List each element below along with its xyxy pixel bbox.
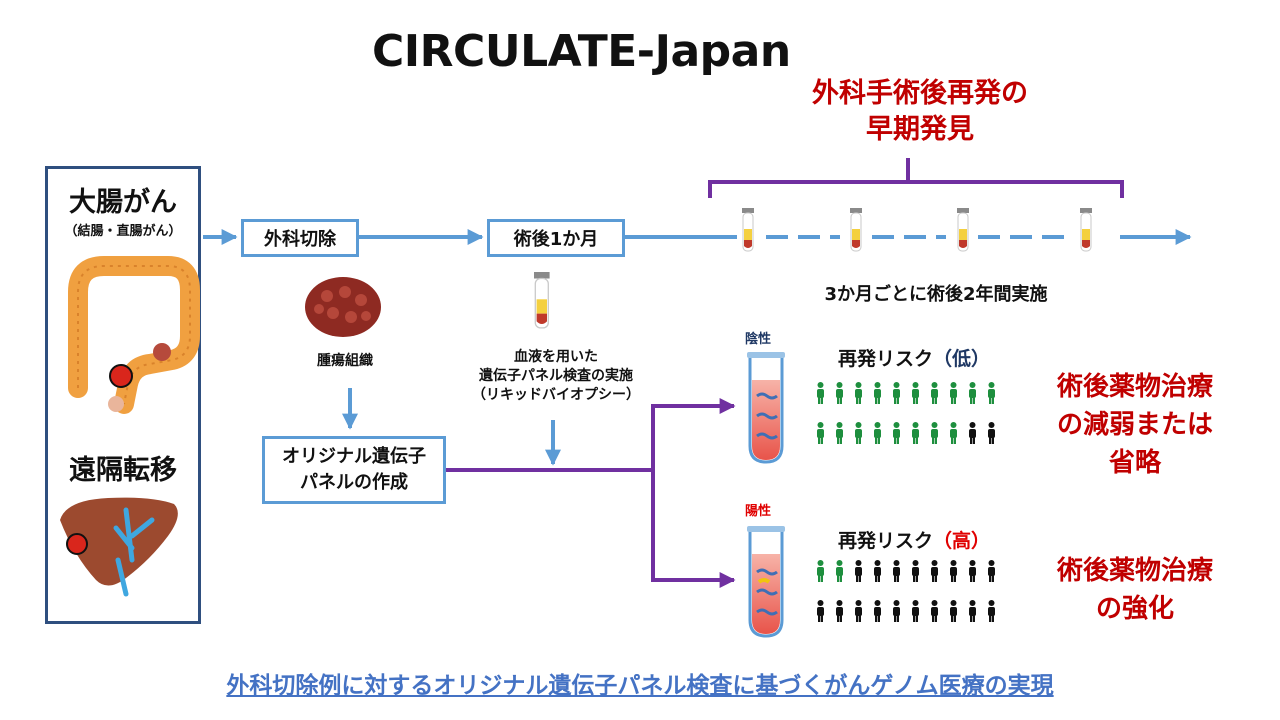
result-low-line-1: 術後薬物治療 — [1056, 372, 1213, 402]
liver-tumor-marker — [66, 533, 88, 555]
person-icon — [817, 382, 824, 404]
colorectal-cancer-subtitle: （結腸・直腸がん） — [64, 224, 182, 239]
early-detection-bracket — [708, 158, 1124, 198]
person-icon — [912, 560, 919, 582]
person-icon — [893, 422, 900, 444]
person-icon — [931, 422, 938, 444]
person-icon — [874, 560, 881, 582]
liquid-biopsy-label: 血液を用いた 遺伝子パネル検査の実施 （リキッドバイオプシー） — [446, 348, 666, 405]
vial-icon-1 — [741, 207, 755, 252]
person-icon — [836, 560, 843, 582]
surgery-box: 外科切除 — [241, 219, 359, 257]
person-icon — [817, 560, 824, 582]
positive-label: 陽性 — [745, 504, 772, 519]
panel-line-2: パネルの作成 — [300, 472, 408, 493]
liver-icon — [60, 497, 178, 597]
risk-low-prefix: 再発リスク — [838, 348, 934, 370]
arrow-to-positive — [651, 470, 736, 588]
person-icon — [855, 422, 862, 444]
footer-caption: 外科切除例に対するオリジナル遺伝子パネル検査に基づくがんゲノム医療の実現 — [226, 673, 1054, 699]
risk-low-label: 再発リスク（低） — [838, 344, 990, 371]
postop-blood-vial-icon — [533, 271, 551, 329]
negative-tube-icon — [747, 352, 785, 464]
negative-label: 陰性 — [745, 332, 772, 347]
person-icon — [836, 422, 843, 444]
person-icon — [855, 600, 862, 622]
liquid-line-1: 血液を用いた — [514, 349, 598, 365]
person-icon — [931, 600, 938, 622]
person-icon — [912, 422, 919, 444]
person-icon — [874, 382, 881, 404]
risk-low-paren: （低） — [933, 348, 991, 370]
result-low-line-3: 省略 — [1108, 448, 1161, 478]
panel-line-1: オリジナル遺伝子 — [282, 446, 426, 467]
postop-one-month-box: 術後1か月 — [487, 219, 625, 257]
person-icon — [874, 422, 881, 444]
vial-icon-2 — [849, 207, 863, 252]
colon-tumor-marker — [109, 364, 133, 388]
tumor-tissue-icon — [305, 277, 381, 337]
risk-high-prefix: 再発リスク — [838, 530, 934, 552]
person-icon — [893, 382, 900, 404]
person-icon — [874, 600, 881, 622]
metastasis-title: 遠隔転移 — [69, 455, 177, 486]
person-icon — [969, 382, 976, 404]
positive-tube-icon — [747, 526, 785, 638]
person-icon — [950, 422, 957, 444]
original-panel-box: オリジナル遺伝子 パネルの作成 — [262, 436, 446, 504]
person-icon — [969, 600, 976, 622]
person-icon — [931, 382, 938, 404]
colon-icon — [68, 256, 200, 414]
early-detection-line-2: 早期発見 — [866, 114, 974, 145]
person-icon — [817, 422, 824, 444]
low-risk-people-group — [817, 382, 995, 444]
person-icon — [893, 560, 900, 582]
reduced-therapy-result: 術後薬物治療 の減弱または 省略 — [1020, 368, 1250, 482]
vial-icon-3 — [956, 207, 970, 252]
risk-high-label: 再発リスク（高） — [838, 526, 990, 553]
arrow-to-negative — [446, 398, 736, 472]
person-icon — [988, 560, 995, 582]
person-icon — [931, 560, 938, 582]
every-three-months-label: 3か月ごとに術後2年間実施 — [824, 284, 1048, 305]
person-icon — [969, 422, 976, 444]
intensified-therapy-result: 術後薬物治療 の強化 — [1020, 552, 1250, 628]
early-detection-line-1: 外科手術後再発の — [812, 78, 1028, 109]
risk-high-paren: （高） — [933, 530, 991, 552]
colorectal-cancer-title: 大腸がん — [69, 187, 177, 218]
tumor-tissue-label: 腫瘍組織 — [317, 353, 373, 369]
liquid-line-2: 遺伝子パネル検査の実施 — [479, 368, 633, 384]
person-icon — [912, 382, 919, 404]
person-icon — [988, 382, 995, 404]
person-icon — [836, 600, 843, 622]
high-risk-people-group — [817, 560, 995, 622]
person-icon — [969, 560, 976, 582]
person-icon — [988, 600, 995, 622]
result-high-line-2: の強化 — [1095, 594, 1174, 624]
liquid-line-3: （リキッドバイオプシー） — [472, 387, 640, 403]
person-icon — [950, 382, 957, 404]
result-high-line-1: 術後薬物治療 — [1056, 556, 1213, 586]
person-icon — [950, 600, 957, 622]
person-icon — [855, 560, 862, 582]
person-icon — [893, 600, 900, 622]
person-icon — [817, 600, 824, 622]
person-icon — [836, 382, 843, 404]
person-icon — [950, 560, 957, 582]
person-icon — [988, 422, 995, 444]
page-title: CIRCULATE-Japan — [372, 26, 791, 77]
person-icon — [912, 600, 919, 622]
early-detection-heading: 外科手術後再発の 早期発見 — [760, 76, 1080, 148]
person-icon — [855, 382, 862, 404]
vial-icon-4 — [1079, 207, 1093, 252]
cancer-type-panel — [45, 166, 201, 624]
result-low-line-2: の減弱または — [1056, 410, 1213, 440]
